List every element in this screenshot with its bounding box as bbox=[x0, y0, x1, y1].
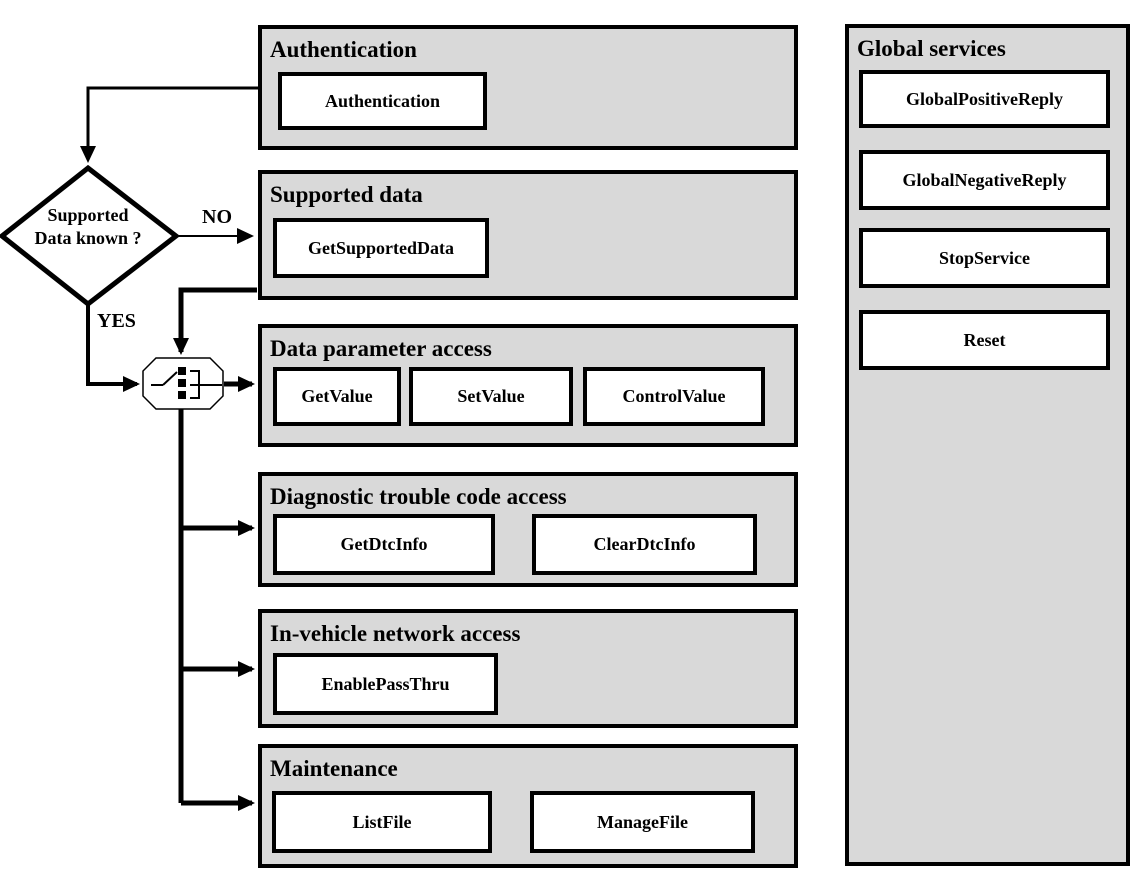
service-listfile[interactable]: ListFile bbox=[272, 791, 492, 853]
yes-label: YES bbox=[97, 310, 136, 332]
switch-icon bbox=[151, 367, 222, 399]
panel-supported-data: Supported data GetSupportedData bbox=[258, 170, 798, 300]
service-globalnegativereply[interactable]: GlobalNegativeReply bbox=[859, 150, 1110, 210]
arrow-authentication-to-decision bbox=[80, 86, 258, 163]
service-managefile[interactable]: ManageFile bbox=[530, 791, 755, 853]
panel-supported-data-title: Supported data bbox=[270, 182, 423, 207]
service-globalpositivereply[interactable]: GlobalPositiveReply bbox=[859, 70, 1110, 128]
panel-data-parameter-access-title: Data parameter access bbox=[270, 336, 492, 361]
service-stopservice[interactable]: StopService bbox=[859, 228, 1110, 288]
switch-symbol-outline bbox=[142, 357, 224, 410]
service-cleardtcinfo[interactable]: ClearDtcInfo bbox=[532, 514, 757, 575]
panel-dtc-access: Diagnostic trouble code access GetDtcInf… bbox=[258, 472, 798, 587]
panel-dtc-access-title: Diagnostic trouble code access bbox=[270, 484, 567, 509]
panel-maintenance-title: Maintenance bbox=[270, 756, 398, 781]
panel-maintenance: Maintenance ListFile ManageFile bbox=[258, 744, 798, 868]
decision-label: Supported Data known ? bbox=[34, 205, 142, 248]
no-label: NO bbox=[202, 206, 232, 228]
service-controlvalue[interactable]: ControlValue bbox=[583, 367, 765, 426]
service-setvalue[interactable]: SetValue bbox=[409, 367, 573, 426]
panel-global-services-title: Global services bbox=[857, 36, 1006, 61]
service-getsupporteddata[interactable]: GetSupportedData bbox=[273, 218, 489, 278]
service-reset[interactable]: Reset bbox=[859, 310, 1110, 370]
panel-data-parameter-access: Data parameter access GetValue SetValue … bbox=[258, 324, 798, 447]
arrow-supporteddata-to-switch bbox=[173, 287, 257, 355]
panel-authentication-title: Authentication bbox=[270, 37, 417, 62]
panel-invehicle-network-access-title: In-vehicle network access bbox=[270, 621, 521, 646]
service-getvalue[interactable]: GetValue bbox=[273, 367, 401, 426]
panel-invehicle-network-access: In-vehicle network access EnablePassThru bbox=[258, 609, 798, 728]
service-enablepassthru[interactable]: EnablePassThru bbox=[273, 653, 498, 715]
panel-authentication: Authentication Authentication bbox=[258, 25, 798, 150]
panel-global-services: Global services GlobalPositiveReply Glob… bbox=[845, 24, 1130, 866]
service-getdtcinfo[interactable]: GetDtcInfo bbox=[273, 514, 495, 575]
service-authentication[interactable]: Authentication bbox=[278, 72, 487, 130]
